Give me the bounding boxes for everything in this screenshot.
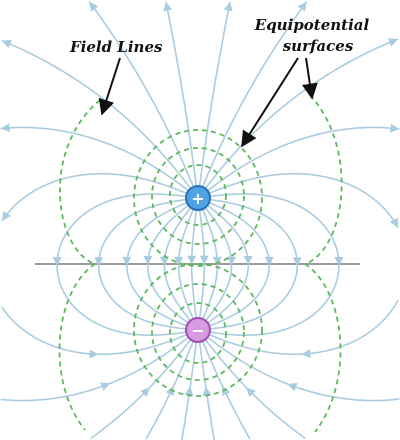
field-line (209, 299, 399, 356)
field-arrow-icon (122, 256, 132, 266)
field-arrow-icon (202, 386, 212, 397)
field-arrow-icon (143, 255, 153, 265)
field-line (205, 38, 399, 189)
equipotential-lower-outer (58, 263, 342, 433)
field-line (207, 126, 400, 191)
field-arrow-icon (2, 211, 11, 221)
field-line (1, 39, 191, 189)
field-arrow-icon (334, 257, 344, 266)
field-arrow-icon (1, 39, 12, 49)
equipotential-label-line2: surfaces (283, 37, 354, 55)
field-arrow-icon (287, 383, 298, 392)
field-arrow-icon (223, 1, 233, 12)
arrow-pointer-icon (98, 57, 121, 116)
equipotential-lower-3 (169, 302, 227, 364)
equipotential-upper-1 (133, 129, 263, 267)
field-arrow-icon (243, 255, 253, 265)
negative-charge-symbol: − (191, 321, 204, 340)
field-arrow-icon (301, 349, 311, 359)
field-line (207, 337, 400, 402)
field-arrow-icon (165, 385, 174, 396)
field-arrows-group (0, 1, 400, 397)
field-arrow-icon (163, 1, 173, 12)
positive-charge-symbol: + (191, 189, 204, 208)
equipotential-lower-2 (151, 283, 245, 381)
field-arrow-icon (89, 349, 99, 359)
equipotential-upper-outer (59, 94, 343, 265)
field-arrow-icon (264, 256, 274, 266)
field-arrow-icon (0, 123, 11, 133)
negative-charge-icon: − (185, 317, 211, 343)
field-line (202, 1, 308, 187)
field-arrow-icon (140, 387, 150, 397)
field-arrow-icon (389, 123, 400, 133)
field-line (165, 1, 198, 186)
field-line (198, 1, 231, 186)
equipotential-group (58, 94, 343, 433)
field-arrow-icon (222, 385, 231, 396)
equipotential-upper-2 (151, 147, 245, 245)
field-arrow-icon (292, 257, 302, 267)
positive-charge-icon: + (185, 185, 211, 211)
field-arrow-icon (184, 386, 194, 397)
field-arrow-icon (89, 1, 99, 12)
field-arrow-icon (227, 256, 237, 266)
field-arrow-icon (174, 256, 184, 266)
field-line (146, 205, 189, 324)
field-arrow-icon (199, 255, 209, 265)
field-arrow-icon (159, 256, 169, 266)
field-arrow-icon (212, 256, 222, 266)
field-arrow-icon (246, 387, 256, 397)
arrow-pointer-icon (241, 57, 299, 148)
field-line (1, 306, 187, 356)
field-arrow-icon (187, 255, 197, 265)
field-arrow-icon (387, 38, 398, 47)
field-line (0, 126, 189, 191)
field-lines-label: Field Lines (69, 38, 163, 56)
field-arrow-icon (94, 257, 104, 267)
field-arrow-icon (389, 217, 399, 228)
field-arrow-icon (100, 382, 111, 391)
field-line (207, 205, 250, 324)
field-arrow-icon (52, 257, 62, 266)
equipotential-label-line1: Equipotential (254, 16, 370, 34)
field-line (1, 172, 187, 222)
arrow-pointer-icon (301, 57, 318, 100)
equipotential-lower-1 (133, 263, 263, 397)
field-line (209, 172, 399, 229)
field-line (88, 1, 194, 187)
field-line (0, 337, 189, 402)
field-arrow-icon (297, 1, 307, 12)
equipotential-upper-3 (169, 164, 227, 226)
